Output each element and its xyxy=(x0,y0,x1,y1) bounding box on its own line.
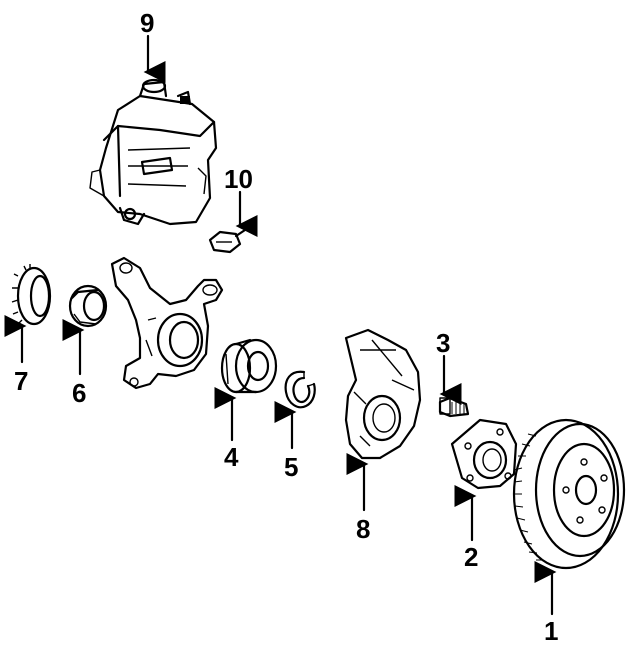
callout-3: 3 xyxy=(436,328,450,358)
part-seal xyxy=(68,284,108,328)
part-brake-rotor xyxy=(512,418,626,570)
callout-5: 5 xyxy=(284,452,298,482)
callout-labels: 9 10 7 6 4 5 8 3 2 1 xyxy=(14,8,558,646)
part-wear-sensor xyxy=(208,225,251,254)
part-caliper xyxy=(89,78,218,226)
callout-8: 8 xyxy=(356,514,370,544)
part-knuckle xyxy=(110,256,224,390)
part-bearing xyxy=(220,338,278,394)
part-hub xyxy=(450,418,518,490)
callout-2: 2 xyxy=(464,542,478,572)
callout-10: 10 xyxy=(224,164,253,194)
callout-4: 4 xyxy=(224,442,239,472)
part-tone-ring xyxy=(11,264,52,326)
callout-6: 6 xyxy=(72,378,86,408)
part-splash-shield xyxy=(344,328,422,460)
part-snap-ring xyxy=(284,370,316,409)
callout-7: 7 xyxy=(14,366,28,396)
callout-9: 9 xyxy=(140,8,154,38)
leader-arrows xyxy=(4,34,557,616)
part-wheel-bolt xyxy=(438,396,470,418)
callout-1: 1 xyxy=(544,616,558,646)
